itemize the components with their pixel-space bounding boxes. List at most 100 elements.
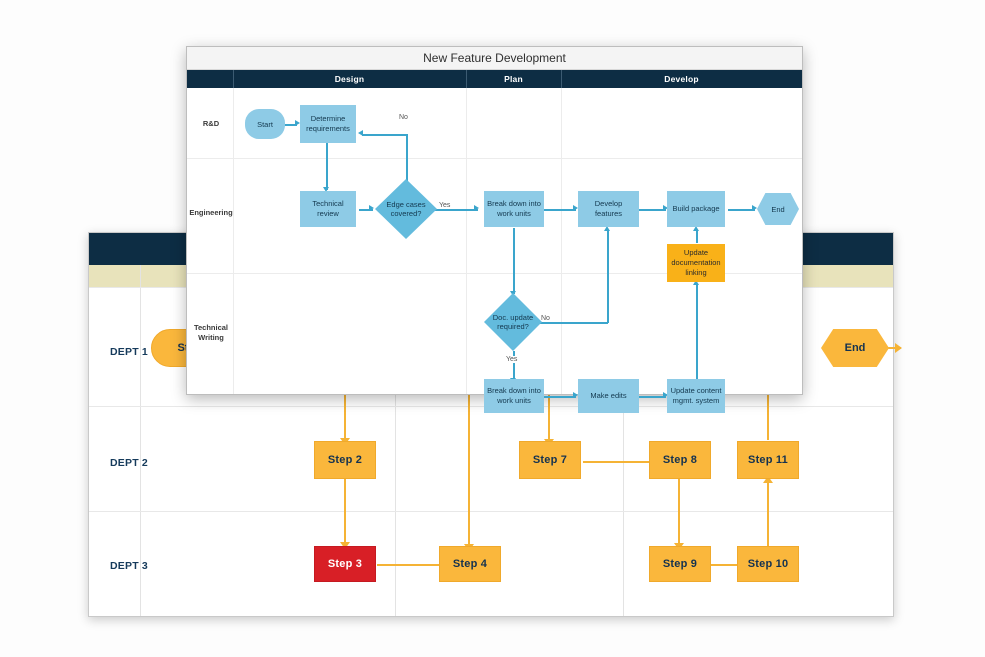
bg-connector-step7-step8 (583, 461, 653, 463)
fp-connector-makeedits-updcms (639, 396, 666, 398)
fp-connector-docupd-no-horiz (537, 322, 608, 324)
bg-node-step11[interactable]: Step 11 (737, 441, 799, 479)
column-title-plan: Plan (504, 74, 523, 84)
fp-lane-label-line1: Technical (193, 323, 229, 332)
fp-arrow-right (663, 205, 668, 211)
fp-node-break-down-work-units-eng[interactable]: Break down into work units (484, 191, 544, 227)
bg-connector-step2-step3 (344, 479, 346, 544)
fp-arrow-up (693, 280, 699, 285)
bg-grid-hline (89, 511, 893, 512)
bg-grid-vline (395, 265, 396, 616)
fp-arrow-right (752, 205, 757, 211)
fp-connector-edge-no-horiz (362, 134, 408, 136)
fp-connector-bdwu2-makeedits (544, 396, 576, 398)
fp-node-line2: work units (497, 396, 531, 405)
column-separator (466, 70, 467, 88)
fp-node-update-documentation-linking[interactable]: Update documentation linking (667, 244, 725, 282)
bg-connector-step3-step4 (377, 564, 442, 566)
fp-node-line1: Update content (670, 386, 722, 395)
bg-connector-step10-step11 (767, 481, 769, 547)
fp-node-label: Edge cases covered? (386, 200, 426, 218)
fp-connector-buildpkg-end (728, 209, 755, 211)
bg-node-step7[interactable]: Step 7 (519, 441, 581, 479)
bg-grid-vline (140, 265, 141, 616)
fp-lane-label-techwriting: Technical Writing (188, 323, 234, 343)
fp-node-line1: Break down into (487, 386, 541, 395)
bg-lane-label-dept1: DEPT 1 (110, 346, 148, 358)
fp-connector-start-determine (283, 124, 297, 126)
bg-node-step4[interactable]: Step 4 (439, 546, 501, 582)
fp-lane-label-rd: R&D (202, 119, 220, 128)
fp-node-make-edits[interactable]: Make edits (578, 379, 639, 413)
fp-arrow-right (295, 120, 300, 126)
bg-node-step8[interactable]: Step 8 (649, 441, 711, 479)
bg-node-step10[interactable]: Step 10 (737, 546, 799, 582)
fp-edge-label-yes: Yes (438, 202, 452, 209)
fp-node-update-content-mgmt-system[interactable]: Update content mgmt. system (667, 379, 725, 413)
front-flowchart-panel[interactable]: New Feature Development Design Plan Deve… (186, 46, 803, 413)
fp-grid-hline (187, 273, 802, 274)
fp-node-technical-review[interactable]: Technical review (300, 191, 356, 227)
fp-arrow-down (323, 187, 329, 192)
column-separator (561, 70, 562, 88)
fp-node-label: Doc. update required? (492, 313, 534, 331)
fp-node-doc-update-required[interactable]: Doc. update required? (484, 293, 542, 351)
fp-node-end[interactable]: End (757, 193, 799, 225)
fp-arrow-right (663, 392, 668, 398)
fp-node-build-package[interactable]: Build package (667, 191, 725, 227)
fp-node-line2: requirements (306, 124, 350, 133)
fp-arrow-right (474, 205, 479, 211)
fp-grid-hline (187, 158, 802, 159)
fp-connector-edge-no-vert (406, 134, 408, 184)
fp-arrow-left (358, 130, 363, 136)
fp-connector-devfeat-buildpkg (639, 209, 666, 211)
fp-connector-bdwu-docupd (513, 228, 515, 294)
fp-edge-label-no: No (398, 114, 409, 121)
fp-connector-updoc-buildpkg (696, 230, 698, 243)
fp-node-edge-cases-covered[interactable]: Edge cases covered? (375, 179, 437, 239)
fp-edge-label-doc-no: No (540, 315, 551, 322)
fp-node-determine-requirements[interactable]: Determine requirements (300, 105, 356, 143)
column-title-design: Design (334, 74, 365, 84)
panel-title: New Feature Development (187, 47, 802, 70)
bg-node-step9[interactable]: Step 9 (649, 546, 711, 582)
fp-connector-updcms-updoc (696, 284, 698, 379)
fp-lane-label-engineering: Engineering (189, 208, 233, 217)
fp-node-line3: linking (685, 268, 707, 277)
fp-node-break-down-work-units-tw[interactable]: Break down into work units (484, 379, 544, 413)
fp-arrow-right (573, 205, 578, 211)
bg-connector-step8-step9 (678, 479, 680, 545)
fp-grid-vline (561, 88, 562, 394)
fp-node-line2: review (317, 209, 339, 218)
fp-node-line2: documentation (671, 258, 721, 267)
bg-node-step3[interactable]: Step 3 (314, 546, 376, 582)
fp-node-develop-features[interactable]: Develop features (578, 191, 639, 227)
fp-node-start[interactable]: Start (245, 109, 285, 139)
bg-connector-start-step2 (344, 370, 346, 440)
fp-node-line2: work units (497, 209, 531, 218)
bg-arrow-right (895, 343, 902, 353)
fp-lane-label-line2: Writing (198, 333, 224, 342)
bg-node-end[interactable]: End (821, 329, 889, 367)
fp-connector-edge-yes (428, 209, 478, 211)
bg-node-step2[interactable]: Step 2 (314, 441, 376, 479)
bg-lane-label-dept2: DEPT 2 (110, 457, 148, 469)
column-title-develop: Develop (664, 74, 699, 84)
bg-connector-into-step4 (468, 370, 470, 546)
bg-connector-into-step11 (767, 370, 769, 440)
bg-grid-vline (623, 265, 624, 616)
fp-arrow-right (369, 205, 374, 211)
fp-node-line2: mgmt. system (672, 396, 720, 405)
bg-arrow-down (340, 542, 350, 549)
fp-connector-techrev-edge (359, 209, 373, 211)
fp-arrow-right (573, 392, 578, 398)
bg-connector-into-step7 (548, 370, 550, 442)
fp-node-line1: Determine (310, 114, 346, 123)
fp-node-line1: Update (683, 248, 709, 257)
fp-node-line1: Break down into (487, 199, 541, 208)
column-separator (233, 70, 234, 88)
fp-arrow-up (604, 226, 610, 231)
fp-arrow-up (693, 226, 699, 231)
bg-lane-label-dept3: DEPT 3 (110, 560, 148, 572)
